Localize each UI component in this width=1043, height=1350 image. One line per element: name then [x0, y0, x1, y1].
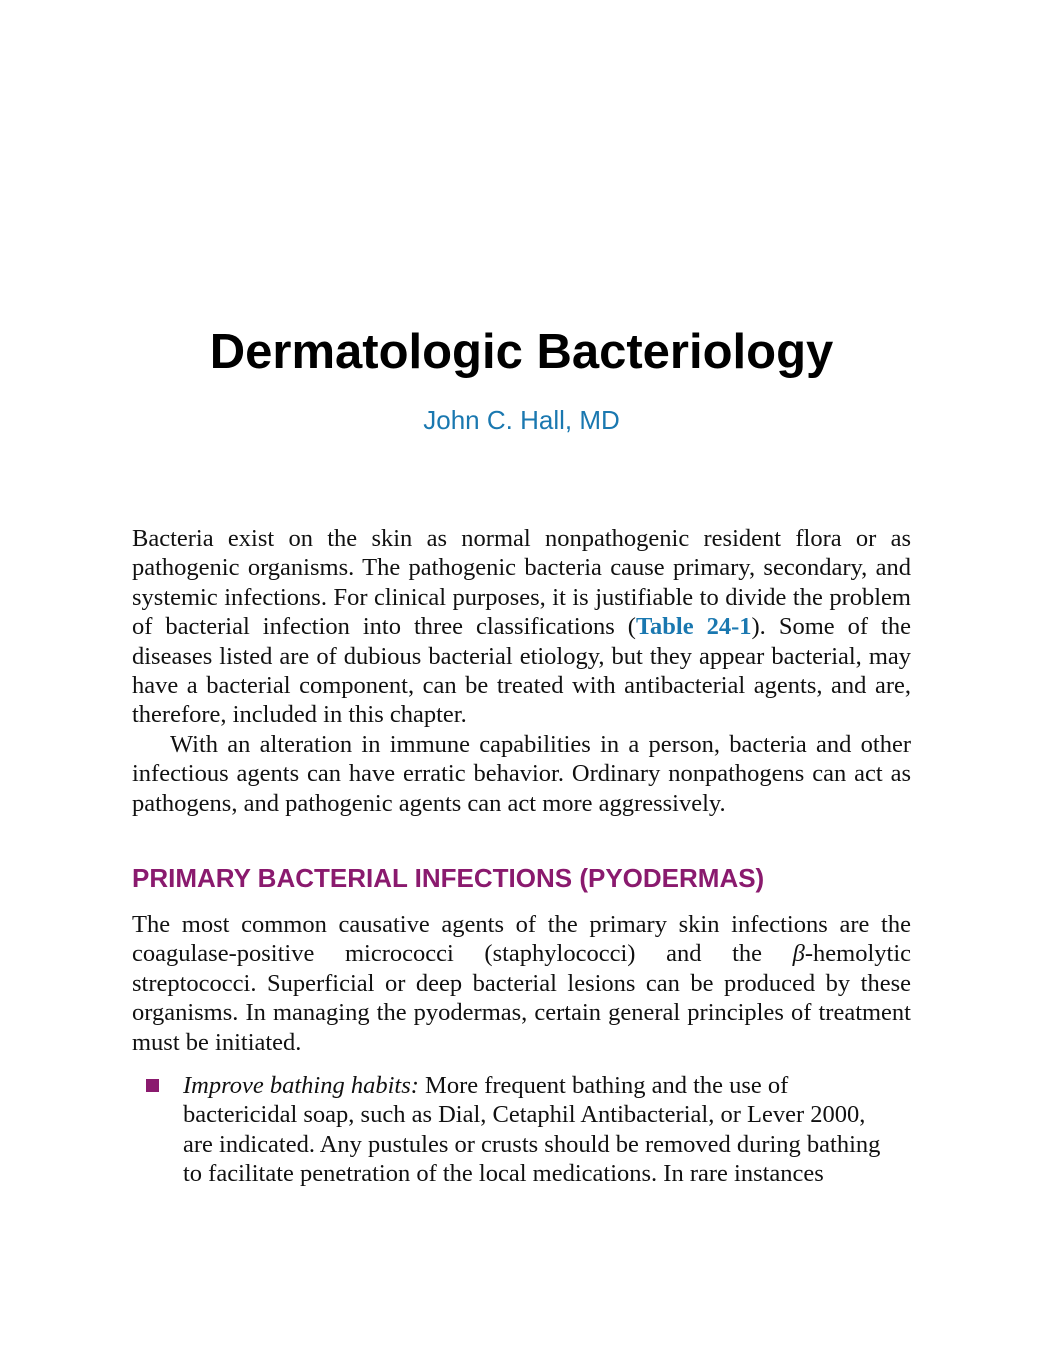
intro-p1-text-a: Bacteria exist on the skin as normal non… [132, 525, 911, 641]
chapter-title: Dermatologic Bacteriology [209, 325, 834, 379]
square-bullet-icon [146, 1079, 159, 1092]
section-p1-text-a: The most common causative agents of the … [132, 911, 911, 968]
intro-p1-text-b: ). Some of the diseases listed are of du… [132, 613, 911, 729]
bullet-text: Improve bathing habits: More frequent ba… [183, 1071, 911, 1189]
bullet-line-1: More frequent bathing and the use of [418, 1072, 789, 1099]
beta-symbol: β [792, 940, 805, 968]
bullet-line-3: are indicated. Any pustules or crusts sh… [183, 1130, 881, 1158]
section-heading: PRIMARY BACTERIAL INFECTIONS (PYODERMAS) [132, 863, 765, 893]
intro-paragraph-2: With an alteration in immune capabilitie… [132, 731, 911, 817]
section-paragraph-1: The most common causative agents of the … [132, 910, 911, 1057]
chapter-author: John C. Hall, MD [423, 405, 620, 435]
bullet-line-2: bactericidal soap, such as Dial, Cetaphi… [183, 1101, 866, 1129]
intro-paragraph-1: Bacteria exist on the skin as normal non… [132, 524, 911, 730]
bullet-line-4: to facilitate penetration of the local m… [183, 1160, 824, 1188]
section-p1-text-b: -hemolytic streptococci. Superficial or … [132, 940, 911, 1056]
bullet-lead: Improve bathing habits: [183, 1072, 419, 1099]
table-24-1-link[interactable]: Table 24-1 [635, 613, 752, 641]
